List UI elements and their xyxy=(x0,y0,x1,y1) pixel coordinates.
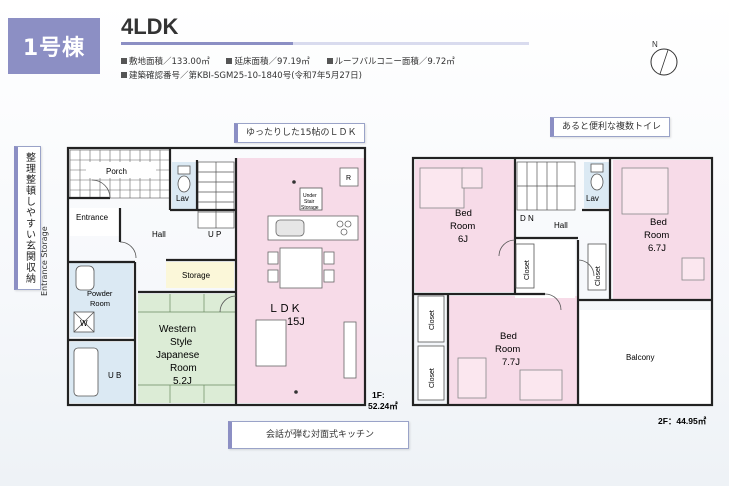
title-underline-light xyxy=(293,42,529,45)
bedroom-67j-size: 6.7J xyxy=(648,243,666,254)
washer-label: W xyxy=(80,319,88,328)
lav-1f-label: Lav xyxy=(176,194,189,203)
porch-label-bg xyxy=(86,162,156,178)
western-room-label-5: 5.2J xyxy=(173,376,192,387)
stairs-1f xyxy=(197,161,235,229)
spec-balcony-area: ルーフバルコニー面積／9.72㎡ xyxy=(326,57,455,67)
western-room-label-2: Style xyxy=(170,337,193,348)
closets-2f xyxy=(417,243,607,401)
area-1f-label: 1F: xyxy=(372,390,385,400)
light-point-2 xyxy=(294,390,298,394)
bedroom-furniture xyxy=(419,167,705,401)
under-stair-label-2: Stair xyxy=(304,199,315,205)
western-room-label-3: Japanese xyxy=(156,350,200,361)
western-room-label-4: Room xyxy=(170,363,197,374)
stairs-up-label: U P xyxy=(208,230,221,239)
bathtub-icon xyxy=(73,347,99,397)
permit-row: 建築確認番号／第KBI-SGM25-10-1840号(令和7年5月27日) xyxy=(121,69,362,81)
storage-area xyxy=(166,262,234,288)
storage-label: Storage xyxy=(182,271,211,280)
area-1f-value: 52.24㎡ xyxy=(368,401,398,411)
plan-type-title: 4LDK xyxy=(121,14,179,39)
building-badge: 1号棟 xyxy=(8,18,100,74)
walls-2f xyxy=(411,156,714,407)
stairs-2f xyxy=(516,161,576,211)
bedroom-6j-label-1: Bed xyxy=(455,208,472,219)
powder-room-label-2: Room xyxy=(90,299,110,308)
bedroom-77j-label-2: Room xyxy=(495,344,520,355)
refrigerator-label: R xyxy=(346,175,351,182)
western-room-label-1: Western xyxy=(159,324,196,335)
spec-row: 敷地面積／133.00㎡ 延床面積／97.19㎡ ルーフバルコニー面積／9.72… xyxy=(121,55,469,67)
spec-floor-area: 延床面積／97.19㎡ xyxy=(226,57,310,67)
powder-room-label: Powder xyxy=(87,289,113,298)
bedroom-6j-size: 6J xyxy=(458,234,468,245)
area-2f-label: 2F：44.95㎡ xyxy=(658,416,707,426)
under-stair-label-1: Under xyxy=(303,193,317,199)
callout-toilets: あると便利な複数トイレ xyxy=(550,117,671,137)
compass-north-label: N xyxy=(652,40,658,49)
callout-kitchen: 会話が弾む対面式キッチン xyxy=(228,421,409,449)
entrance-label: Entrance xyxy=(76,213,109,222)
callout-ldk: ゆったりした15帖のＬＤＫ xyxy=(234,123,366,143)
title-underline xyxy=(121,42,293,45)
lav-2f-label: Lav xyxy=(586,194,599,203)
tatami-grid xyxy=(138,294,236,403)
light-point-1 xyxy=(292,180,296,184)
balcony-label: Balcony xyxy=(626,353,654,362)
toilet-1f-icon xyxy=(177,165,191,193)
balcony-area xyxy=(580,310,711,404)
closet-label-d: Closet xyxy=(429,368,436,388)
spec-site-area: 敷地面積／133.00㎡ xyxy=(121,57,210,67)
entrance-area xyxy=(70,208,120,236)
bedroom-77j-size: 7.7J xyxy=(502,357,520,368)
stairs-down-label: D N xyxy=(520,214,534,223)
closet-label-b: Closet xyxy=(595,266,602,286)
ldk-size-label: 15J xyxy=(287,316,305,328)
bedroom-77j-label-1: Bed xyxy=(500,331,517,342)
under-stair-label-3: Storage xyxy=(301,205,319,211)
doors-2f xyxy=(498,239,595,311)
doors-1f xyxy=(91,179,237,313)
compass-icon: N xyxy=(650,40,678,76)
permit-number: 建築確認番号／第KBI-SGM25-10-1840号(令和7年5月27日) xyxy=(129,71,362,81)
washbasin-icon xyxy=(73,265,95,333)
bath-label: U B xyxy=(108,371,121,380)
closet-label-a: Closet xyxy=(524,260,531,280)
callout-entrance-storage: 整理整頓しやすい玄関収納 xyxy=(14,146,41,290)
ldk-label: ＬＤＫ xyxy=(268,303,301,315)
hall-1f-label: Hall xyxy=(152,230,166,239)
walls-1f xyxy=(66,146,367,407)
bedroom-67j-label-1: Bed xyxy=(650,217,667,228)
kitchen-furniture xyxy=(255,167,359,379)
toilet-2f-icon xyxy=(590,163,604,191)
hall-2f-label: Hall xyxy=(554,221,568,230)
closet-label-c: Closet xyxy=(429,310,436,330)
bedroom-67j-label-2: Room xyxy=(644,230,669,241)
bedroom-6j-label-2: Room xyxy=(450,221,475,232)
porch-label: Porch xyxy=(106,167,127,176)
